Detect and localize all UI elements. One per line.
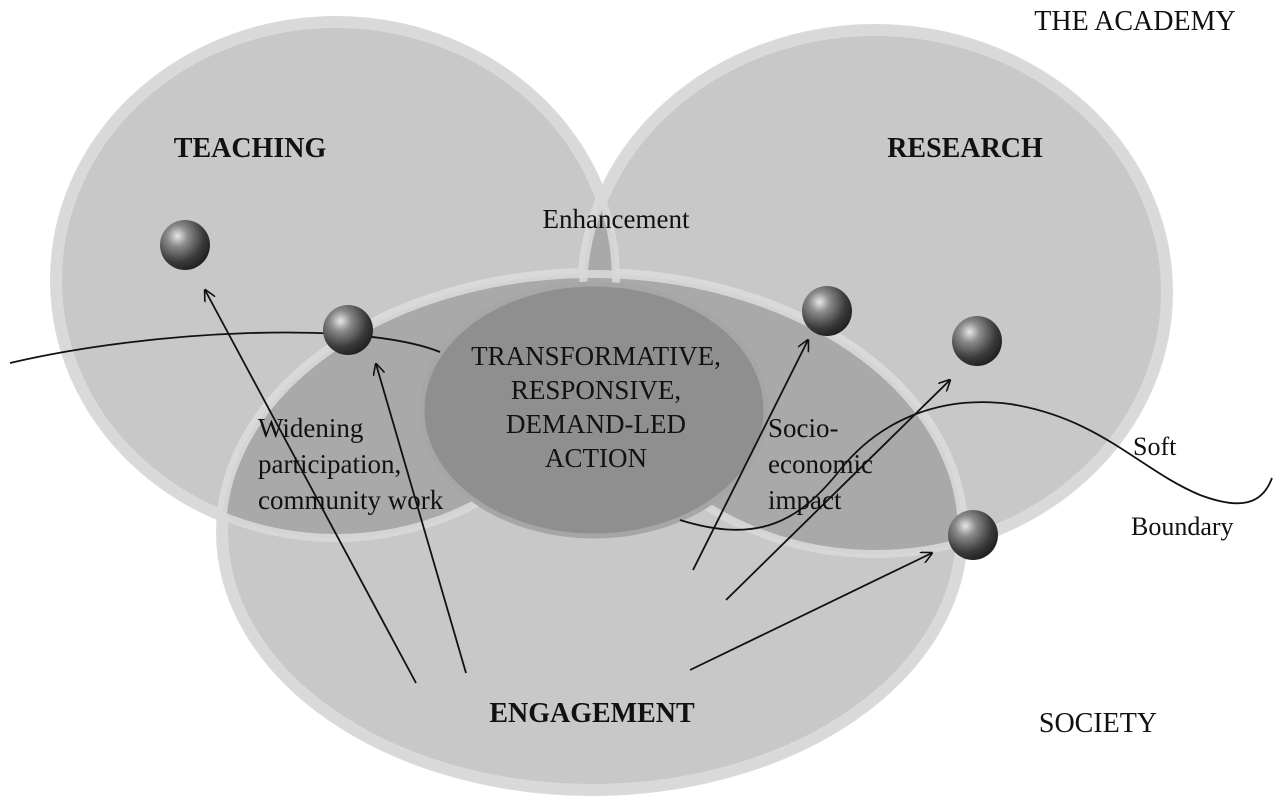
soft-boundary-label: Soft Boundary — [1131, 432, 1234, 541]
center-action-text: TRANSFORMATIVE, RESPONSIVE, DEMAND-LED A… — [471, 341, 721, 473]
society-label: SOCIETY — [1039, 708, 1157, 739]
ball-icon — [952, 316, 1002, 366]
arrow-to-teaching-ball — [205, 290, 417, 684]
soft-boundary-line: Boundary — [1131, 512, 1234, 541]
soft-boundary-curve-right — [679, 401, 1273, 531]
engagement-label: ENGAGEMENT — [489, 698, 695, 729]
widening-participation-text: Widening participation, community work — [258, 413, 444, 515]
research-label: RESEARCH — [887, 133, 1043, 164]
soft-boundary-curve — [9, 331, 441, 364]
widening-line: Widening — [258, 413, 363, 443]
enhancement-label: Enhancement — [543, 204, 690, 234]
ball-icon — [323, 305, 373, 355]
socio-economic-text: Socio- economic impact — [768, 413, 873, 515]
socio-line: economic — [768, 449, 873, 479]
center-line: ACTION — [545, 443, 647, 473]
ball-icon — [160, 220, 210, 270]
ball-icon — [948, 510, 998, 560]
center-line: RESPONSIVE, — [511, 375, 681, 405]
arrows — [205, 290, 950, 684]
center-action-ellipse — [419, 281, 769, 539]
teaching-label: TEACHING — [174, 133, 327, 164]
academy-label: THE ACADEMY — [1034, 6, 1235, 37]
ball-icon — [802, 286, 852, 336]
widening-line: participation, — [258, 449, 401, 479]
arrow-to-research-ball-1 — [692, 340, 808, 571]
socio-line: impact — [768, 485, 842, 515]
arrow-to-boundary-ball — [689, 553, 932, 671]
ball-icons — [160, 220, 1002, 560]
widening-line: community work — [258, 485, 444, 515]
socio-line: Socio- — [768, 413, 839, 443]
soft-boundary-line: Soft — [1133, 432, 1177, 461]
center-line: TRANSFORMATIVE, — [471, 341, 721, 371]
center-line: DEMAND-LED — [506, 409, 686, 439]
arrow-to-inner-ball — [376, 364, 467, 674]
arrow-to-research-ball-2 — [725, 380, 950, 601]
